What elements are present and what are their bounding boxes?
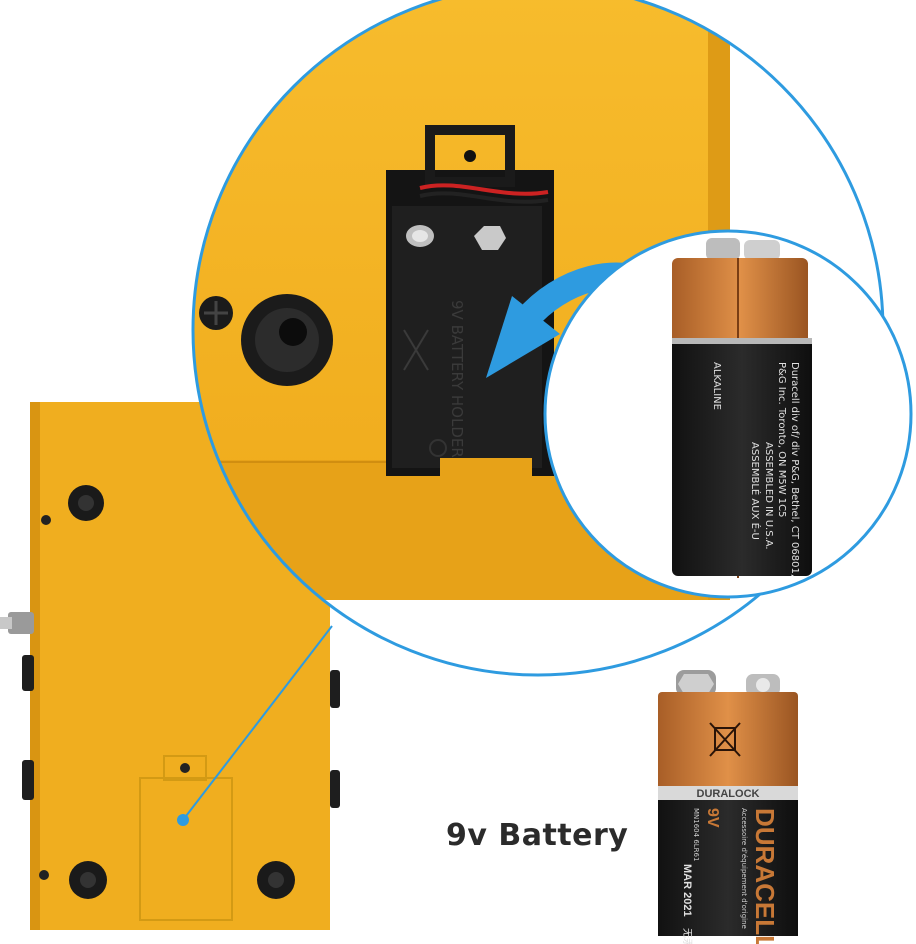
battery-tagline: Accessoire d'équipement d'origine (740, 808, 748, 929)
battery-front: DURALOCK DURACELL Accessoire d'équipemen… (658, 670, 798, 944)
battery-back-line-1: Duracell div of/ div P&G, Bethel, CT 068… (789, 362, 800, 577)
battery-door (139, 755, 233, 921)
duracell-brand: DURACELL (750, 808, 780, 944)
battery-back-line-4: ASSEMBLÉ AUX É-U (749, 442, 762, 540)
battery-voltage: 9V (704, 808, 721, 828)
duralock-label: DURALOCK (697, 788, 760, 800)
battery-cjk: 无汞 (681, 928, 693, 944)
battery-zoom-circle: Duracell div of/ div P&G, Bethel, CT 068… (543, 229, 913, 599)
battery-back-line-3: ASSEMBLED IN U.S.A. (763, 442, 774, 550)
holder-label: 9V BATTERY HOLDER (448, 300, 466, 458)
pedal-body (0, 402, 340, 930)
battery-date: MAR 2021 (681, 864, 693, 917)
battery-back-alkaline: ALKALINE (711, 362, 722, 410)
recycling-bin-icon (709, 722, 741, 757)
battery-back-line-2: P&G Inc. Toronto, ON M5W 1C5 (776, 362, 787, 517)
battery-caption: 9v Battery (446, 818, 629, 853)
callout-dot (177, 814, 189, 826)
battery-codes: MN1604 6LR61 (692, 808, 700, 861)
